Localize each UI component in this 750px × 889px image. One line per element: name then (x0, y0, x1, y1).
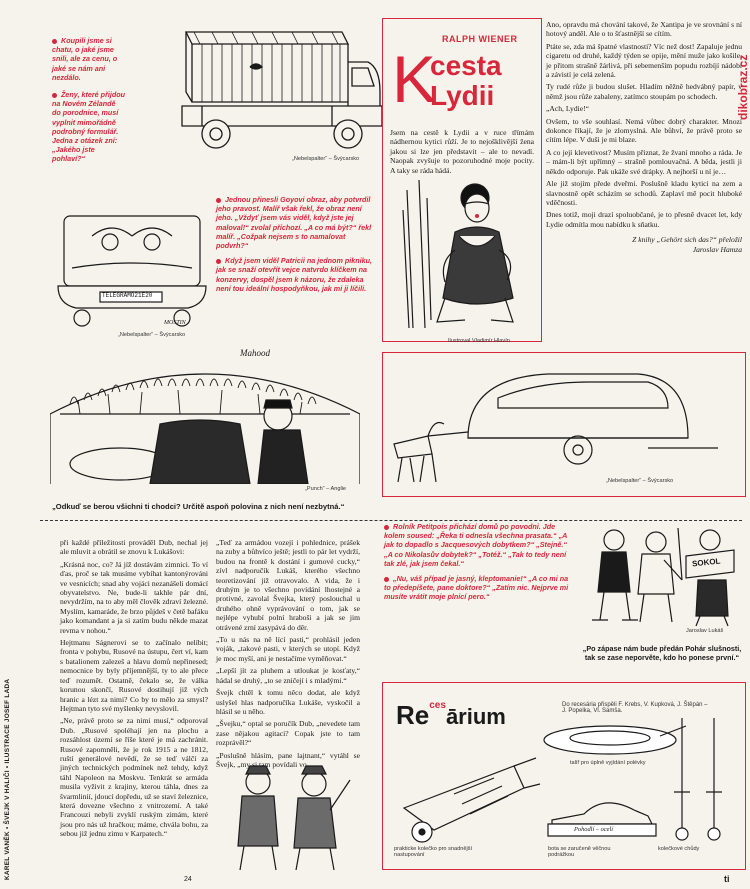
plate-label: talíř pro úplně vyjídání polévky (570, 760, 646, 766)
svejk-p10: „Poslušně hlásím, pane lajtnant,“ vytáhl… (216, 750, 360, 769)
stilts-label: kolečkové chůdy (658, 846, 700, 852)
story-title-top: cesta (430, 50, 502, 81)
car-caption: „Nebelspalter“ – Švýcarsko (118, 332, 186, 338)
story-p3: Ty rudé růže ji budou slušet. Hladím něž… (546, 82, 742, 101)
joke-list-right: Rolník Petitpois přichází domů po povodn… (384, 522, 572, 605)
svejk-p7: „Lepší jít za pluhem a utloukat je kosťa… (216, 666, 360, 685)
caravan-cartoon: „Nebelspalter“ – Švýcarsko (388, 358, 738, 488)
car-plate: TELEGRAMO21E20 (102, 292, 153, 299)
joke-petitpois: Rolník Petitpois přichází domů po povodn… (384, 522, 568, 568)
page-number: 24 (184, 876, 192, 883)
wheelbarrow-illustration (394, 748, 544, 848)
wheelbarrow-label: prakticke kolečko pro snadnější nastupov… (394, 846, 473, 858)
joke-chata: Koupili jsme si chatu, o jaké jsme snili… (52, 36, 118, 82)
hockey-caption: „Po zápase nám bude předán Pohár slušnos… (582, 644, 742, 662)
svejk-p5: „Teď za armádou vozejí i pohlednice, prá… (216, 538, 360, 632)
svejk-p8: Švejk chtěl k tomu něco dodat, ale když … (216, 688, 360, 716)
story-intro: Jsem na cestě k Lydii a v ruce třímám ná… (390, 128, 534, 175)
shoe-text: Pohodlí – ocelí (574, 826, 614, 833)
caravan-caption: „Nebelspalter“ – Švýcarsko (606, 478, 674, 484)
story-column: Ano, opravdu má chování takové, že Xanti… (546, 20, 742, 257)
lydie-illustration (395, 170, 535, 328)
car-signature: MOSTIN (164, 320, 186, 326)
recesarium-title-c: ārium (445, 704, 506, 729)
shoe-label: bota se zaručeně věčnou podrážkou (548, 846, 611, 858)
bus-quote: „Odkuď se berou všichni ti chodci? Určit… (52, 502, 345, 511)
story-title-bottom: Lydii (430, 80, 495, 111)
story-title: K cesta Lydii (392, 46, 532, 116)
lada-illustration (218, 760, 358, 872)
story-p7: Ale již stojím přede dveřmi. Poslušně kl… (546, 179, 742, 207)
joke-list-mid: Jednou přinesli Goyovi obraz, aby potvrd… (216, 195, 376, 296)
svejk-p9: „Švejku,“ optal se poručík Dub, „nevedet… (216, 719, 360, 748)
svejk-p1: při každé příležitosti prováděl Dub, nec… (60, 538, 208, 557)
svejk-p6: „To u nás na ně lící pasti,“ prohlásil j… (216, 635, 360, 663)
joke-goya: Jednou přinesli Goyovi obraz, aby potvrd… (216, 195, 372, 251)
story-p8: Dnes totiž, moji drazí spoluobčané, je t… (546, 210, 742, 229)
story-illustration-credit: Ilustroval Vladimír Hlavín (448, 338, 510, 344)
car-cartoon: TELEGRAMO21E20 MOSTIN „Nebelspalter“ – Š… (52, 208, 212, 338)
story-frame (382, 18, 542, 342)
joke-zeland: Ženy, které přijdou na Novém Zélandě do … (52, 90, 126, 164)
svejk-p2: „Krásná noc, co? Já jíž dostávám zimnici… (60, 559, 208, 635)
hockey-credit: Jaroslav Lukáš (686, 628, 724, 634)
side-credit: KAREL VANĚK • ŠVEJK V HALIČI • ILUSTRACE… (4, 678, 11, 880)
footer-mark: ti (724, 874, 730, 884)
bus-caption: „Punch“ – Anglie (305, 486, 347, 492)
svejk-p3: Hejtmanu Ságnerovi se to začínalo nelíbi… (60, 638, 208, 713)
story-p1: Ano, opravdu má chování takové, že Xanti… (546, 20, 742, 39)
joke-kleptomanie: „Nu, váš případ je jasný, kleptomanie!“ … (384, 574, 569, 602)
svejk-col-1: při každé příležitosti prováděl Dub, nec… (60, 538, 208, 842)
recesarium-title: Recesārium (396, 700, 516, 740)
story-p4: „Ach, Lydie!“ (546, 104, 590, 114)
story-p2: Ptáte se, zda má špatné vlastnosti? Víc … (546, 41, 742, 80)
recesarium-credit: Do recesária přispěli F. Krebs, V. Kupko… (562, 702, 708, 714)
recesarium-title-b: ces (429, 700, 446, 711)
caravan-frame (382, 352, 746, 497)
joke-list-left: Koupili jsme si chatu, o jaké jsme snili… (52, 36, 126, 167)
svejk-p4: „Ne, právě proto se za nimi musí,“ odpor… (60, 716, 208, 839)
recesarium-frame (382, 682, 746, 870)
bus-signature: Mahood (240, 348, 270, 358)
story-author: RALPH WIENER (442, 34, 518, 44)
bus-cartoon: Mahood „Punch“ – Anglie (50, 344, 360, 492)
stilts-illustration (660, 712, 738, 846)
svejk-col-2: „Teď za armádou vozejí i pohlednice, prá… (216, 538, 360, 772)
story-p6: A co její klevetivost? Musím přiznat, že… (546, 147, 742, 176)
story-p5: Ovšem, to vše souhlasí. Nemá vůbec dobrý… (546, 116, 742, 145)
hockey-cartoon: SOKOL Jaroslav Lukáš (578, 520, 742, 638)
section-divider (40, 520, 742, 521)
plate-illustration (540, 718, 690, 768)
shoe-illustration: Pohodlí – ocelí (544, 790, 660, 842)
story-title-letter: K (392, 42, 437, 116)
truck-cartoon: „Nebelspalter“ – Švýcarsko (172, 22, 390, 170)
recesarium-title-a: Re (396, 700, 430, 730)
joke-patricie: Když jsem viděl Patricii na jednom pikni… (216, 256, 372, 293)
truck-caption: „Nebelspalter“ – Švýcarsko (292, 156, 360, 162)
